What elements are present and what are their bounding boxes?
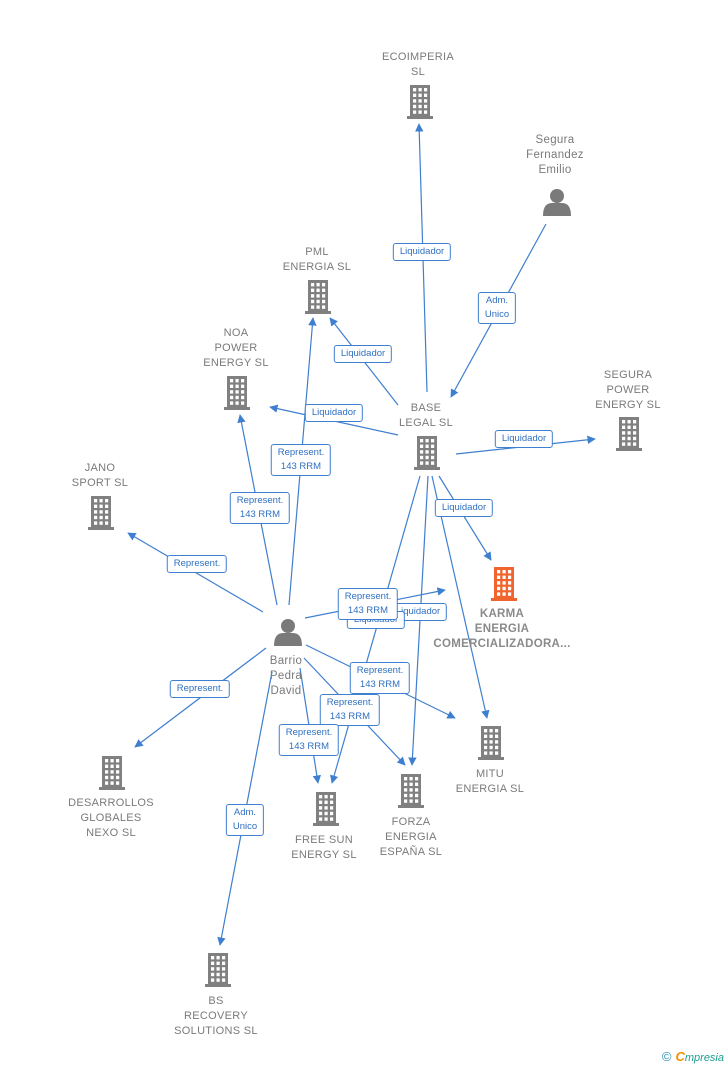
building-icon[interactable]	[491, 567, 517, 601]
building-icon[interactable]	[305, 280, 331, 314]
edge-label-base_legal-pml: Liquidador	[333, 345, 393, 363]
node-label-forza[interactable]: FORZA ENERGIA ESPAÑA SL	[379, 816, 443, 858]
edge-label-barrio-mitu: Represent. 143 RRM	[349, 662, 411, 694]
building-icon[interactable]	[88, 496, 114, 530]
edge-label-barrio-bs_recovery: Adm. Unico	[225, 804, 265, 836]
building-icon[interactable]	[205, 953, 231, 987]
building-icon[interactable]	[224, 376, 250, 410]
node-label-barrio[interactable]: Barrio Pedra David	[269, 655, 303, 697]
person-icon[interactable]	[274, 619, 302, 646]
edge-label-barrio-noa: Represent. 143 RRM	[229, 492, 291, 524]
building-icon[interactable]	[99, 756, 125, 790]
edge-label-barrio-forza: Represent. 143 RRM	[319, 694, 381, 726]
building-icon[interactable]	[616, 417, 642, 451]
edge-label-barrio-freesun: Represent. 143 RRM	[278, 724, 340, 756]
node-label-jano[interactable]: JANO SPORT SL	[71, 462, 129, 489]
node-label-noa[interactable]: NOA POWER ENERGY SL	[203, 327, 269, 369]
edge-label-barrio-karma: Represent. 143 RRM	[337, 588, 399, 620]
edge-base_legal-freesun	[330, 475, 421, 784]
brand-logo: ©Cmpresia	[661, 1049, 724, 1064]
node-label-segura_power[interactable]: SEGURA POWER ENERGY SL	[595, 369, 661, 411]
building-icon[interactable]	[407, 85, 433, 119]
edge-label-barrio-pml: Represent. 143 RRM	[270, 444, 332, 476]
node-label-bs_recovery[interactable]: BS RECOVERY SOLUTIONS SL	[174, 995, 258, 1037]
node-label-segura_fernandez[interactable]: Segura Fernandez Emilio	[526, 134, 584, 176]
edge-label-barrio-jano: Represent.	[166, 555, 228, 573]
node-label-desarrollos[interactable]: DESARROLLOS GLOBALES NEXO SL	[68, 797, 154, 839]
person-icon[interactable]	[543, 189, 571, 216]
node-label-karma[interactable]: KARMA ENERGIA COMERCIALIZADORA...	[433, 608, 571, 650]
node-label-pml[interactable]: PML ENERGIA SL	[282, 246, 352, 273]
node-label-ecoimperia[interactable]: ECOIMPERIA SL	[381, 51, 455, 78]
edge-label-barrio-desarrollos: Represent.	[169, 680, 231, 698]
edge-base_legal-karma	[438, 475, 492, 561]
edge-label-base_legal-karma: Liquidador	[434, 499, 494, 517]
node-label-mitu[interactable]: MITU ENERGIA SL	[455, 768, 525, 795]
node-label-freesun[interactable]: FREE SUN ENERGY SL	[291, 834, 357, 861]
edge-label-segura_fernandez-base_legal: Adm. Unico	[477, 292, 517, 324]
edge-label-base_legal-ecoimperia: Liquidador	[392, 243, 452, 261]
building-icon[interactable]	[313, 792, 339, 826]
building-icon[interactable]	[398, 774, 424, 808]
building-icon[interactable]	[414, 436, 440, 470]
building-icon[interactable]	[478, 726, 504, 760]
node-label-base_legal[interactable]: BASE LEGAL SL	[399, 402, 453, 429]
edge-label-base_legal-noa: Liquidador	[304, 404, 364, 422]
edge-label-base_legal-segura_power: Liquidador	[494, 430, 554, 448]
